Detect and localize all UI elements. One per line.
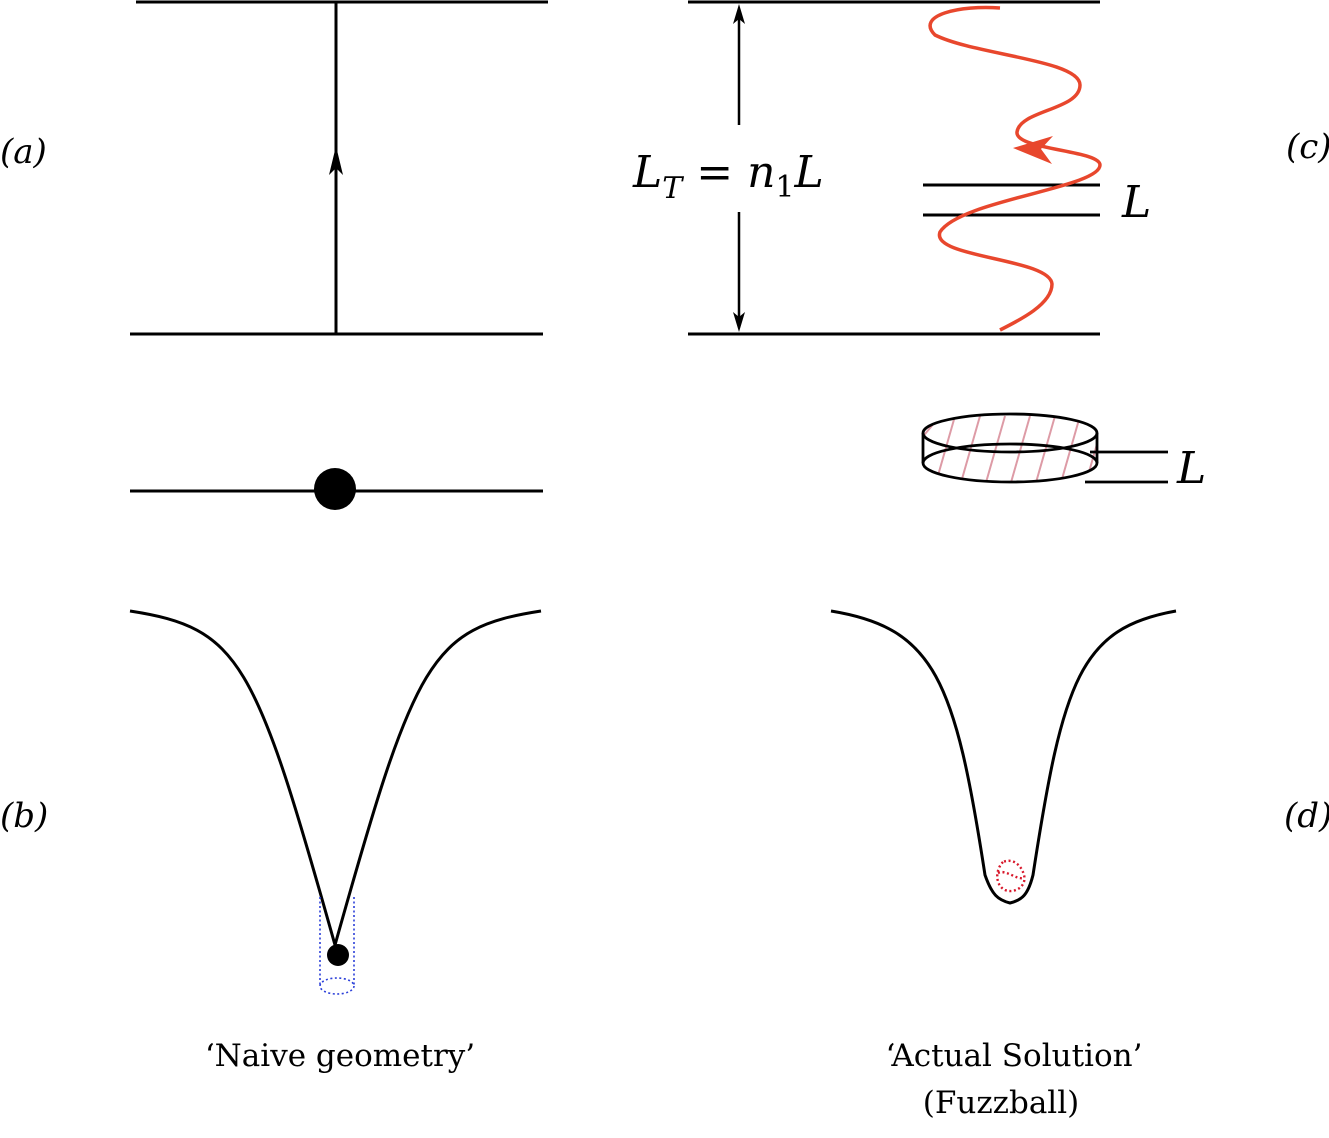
panel-label-c: (c) [1286, 127, 1329, 167]
red-direction-arrow-icon [1013, 136, 1053, 164]
LT-arrow-up-head-icon [733, 4, 745, 24]
LT-formula: LT = n1L [632, 147, 824, 206]
L-label-upper: L [1121, 177, 1151, 228]
panel-label-a: (a) [0, 132, 47, 172]
fuzzball-throat-curve [830, 609, 1177, 905]
caption-fuzzball: (Fuzzball) [923, 1085, 1079, 1121]
naive-singularity-dot [327, 944, 349, 966]
LT-subscript: T [662, 171, 684, 206]
red-winding-wave [928, 5, 1102, 332]
L-label-lower: L [1176, 443, 1206, 494]
panel-label-d: (d) [1284, 796, 1329, 836]
LT-arrow-down-head-icon [733, 312, 745, 332]
fuzzball-red-dotted-blob [996, 859, 1026, 893]
panel-b-geometry [129, 489, 543, 951]
LT-tail: L [794, 147, 824, 198]
fuzzball-ring [921, 412, 1168, 484]
LT-n-subscript: 1 [775, 170, 794, 205]
LT-main: L [632, 147, 662, 198]
panel-b-point-dot [314, 468, 356, 510]
caption-actual-solution: ‘Actual Solution’ [886, 1038, 1143, 1074]
panel-a-up-arrow-icon [329, 146, 343, 175]
panel-label-b: (b) [0, 796, 48, 836]
blue-dotted-tube [319, 897, 355, 995]
caption-naive-geometry: ‘Naive geometry’ [205, 1038, 475, 1074]
panel-c-string [688, 0, 1100, 336]
LT-equals: = n [682, 147, 775, 198]
naive-throat-curve [129, 609, 542, 951]
